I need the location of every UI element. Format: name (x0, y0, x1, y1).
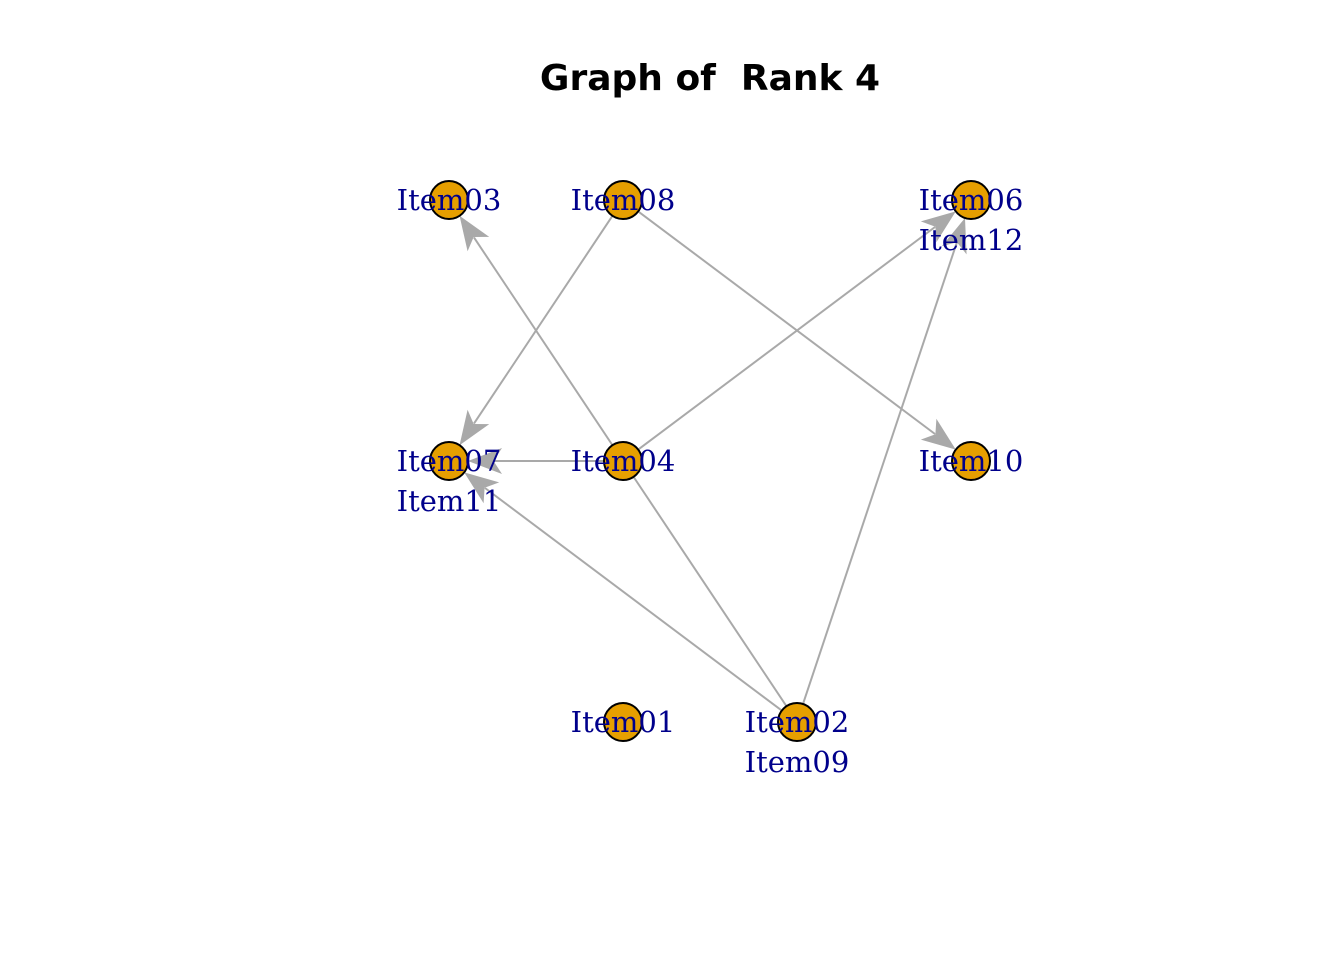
node-label: Item06 (919, 183, 1024, 217)
node-label: Item12 (919, 223, 1024, 257)
edge-Item09-Item07 (484, 487, 783, 712)
node-label: Item03 (397, 183, 502, 217)
node-label: Item08 (571, 183, 676, 217)
node-Item10[interactable] (951, 441, 991, 481)
node-Item06[interactable] (951, 180, 991, 220)
node-label: Item01 (571, 705, 676, 739)
node-label: Item02 (745, 705, 850, 739)
node-Item07[interactable] (429, 441, 469, 481)
arrowhead-icon (459, 409, 490, 446)
arrowhead-icon (920, 418, 956, 450)
node-label: Item04 (571, 444, 676, 478)
node-label: Item10 (919, 444, 1024, 478)
arrowhead-icon (920, 211, 956, 243)
node-Item02[interactable] (777, 702, 817, 742)
edge-Item08-Item10 (637, 210, 936, 435)
edge-Item08-Item07 (473, 215, 614, 425)
node-Item08[interactable] (603, 180, 643, 220)
arrowhead-icon (941, 218, 967, 255)
arrowhead-icon (464, 472, 500, 504)
node-Item03[interactable] (429, 180, 469, 220)
node-label: Item07 (397, 444, 502, 478)
edge-Item09-Item12 (802, 242, 958, 705)
node-Item04[interactable] (603, 441, 643, 481)
arrowhead-icon (468, 448, 502, 474)
node-label: Item11 (397, 484, 502, 518)
graph-title: Graph of Rank 4 (539, 58, 881, 99)
arrowhead-icon (459, 215, 490, 252)
node-Item01[interactable] (603, 702, 643, 742)
edge-Item04-Item12 (637, 226, 936, 451)
node-label: Item09 (745, 745, 850, 779)
